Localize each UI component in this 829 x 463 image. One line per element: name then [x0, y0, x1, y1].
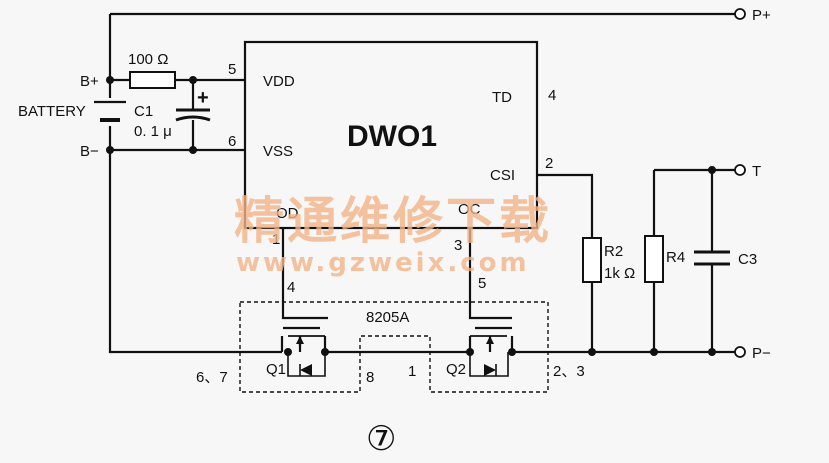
wire-od-gate: [281, 228, 328, 320]
label-q2: Q2: [446, 361, 466, 378]
resistor-r2: [582, 237, 602, 283]
label-r4: R4: [666, 249, 685, 266]
pin-label-vdd: VDD: [263, 73, 295, 90]
label-battery: BATTERY: [18, 103, 86, 120]
label-b-plus: B+: [80, 73, 99, 90]
watermark-url: www.gzweix.com: [236, 248, 530, 278]
pin-number-1: 1: [272, 231, 280, 248]
label-8205a: 8205A: [366, 309, 409, 326]
pin-number-4: 4: [548, 87, 556, 104]
pin-number-5: 5: [228, 61, 236, 78]
label-b-minus: B−: [80, 143, 99, 160]
label-pin-8: 8: [366, 369, 374, 386]
label-r2: R2: [604, 243, 623, 260]
resistor-r4: [644, 235, 664, 283]
junctions: [106, 76, 716, 356]
terminal-t: [734, 164, 746, 176]
pin-number-2: 2: [545, 155, 553, 172]
mosfet-package-outline: [239, 301, 549, 393]
wires: [108, 12, 735, 354]
wire-b-minus-down: [108, 150, 282, 354]
figure-number: ⑦: [366, 420, 396, 458]
label-cap-plus: +: [197, 87, 209, 109]
pin-label-csi: CSI: [490, 167, 515, 184]
mosfet-q1: [280, 326, 327, 377]
pin-label-oc: OC: [458, 201, 481, 218]
ic-name: DWO1: [347, 120, 437, 153]
label-gate-q2: 5: [478, 275, 486, 292]
wire-csi-r2: [537, 173, 594, 352]
pin-label-od: OD: [276, 205, 299, 222]
label-p-plus: P+: [752, 7, 771, 24]
ic-body: [243, 40, 539, 230]
resistor-100-ohm: [129, 71, 176, 89]
label-c3: C3: [738, 251, 757, 268]
mosfet-q2: [468, 326, 514, 377]
terminal-p-minus: [734, 346, 746, 358]
pin-label-td: TD: [492, 89, 512, 106]
capacitor-c3: [694, 250, 730, 266]
watermark-chinese: 精通维修下载: [234, 192, 552, 250]
pin-number-6: 6: [228, 133, 236, 150]
label-t: T: [752, 163, 761, 180]
wire-t-r4-c3: [652, 168, 735, 352]
label-p-minus: P−: [752, 345, 771, 362]
label-resistor-100-ohm: 100 Ω: [128, 51, 168, 68]
label-pins-2-3: 2、3: [553, 363, 585, 380]
label-c1-value: 0. 1 μ: [134, 123, 172, 140]
terminal-p-plus: [734, 8, 746, 20]
capacitor-c1: [175, 108, 211, 122]
label-c1: C1: [134, 103, 153, 120]
label-pins-6-7: 6、7: [196, 369, 228, 386]
label-q1: Q1: [266, 361, 286, 378]
terminals: [734, 8, 746, 358]
label-pin-1: 1: [408, 363, 416, 380]
pin-number-3: 3: [454, 237, 462, 254]
label-gate-q1: 4: [287, 279, 295, 296]
battery-symbol: [94, 98, 126, 126]
wire-oc-gate: [468, 228, 512, 320]
label-r2-value: 1k Ω: [604, 265, 635, 282]
pin-label-vss: VSS: [263, 143, 293, 160]
